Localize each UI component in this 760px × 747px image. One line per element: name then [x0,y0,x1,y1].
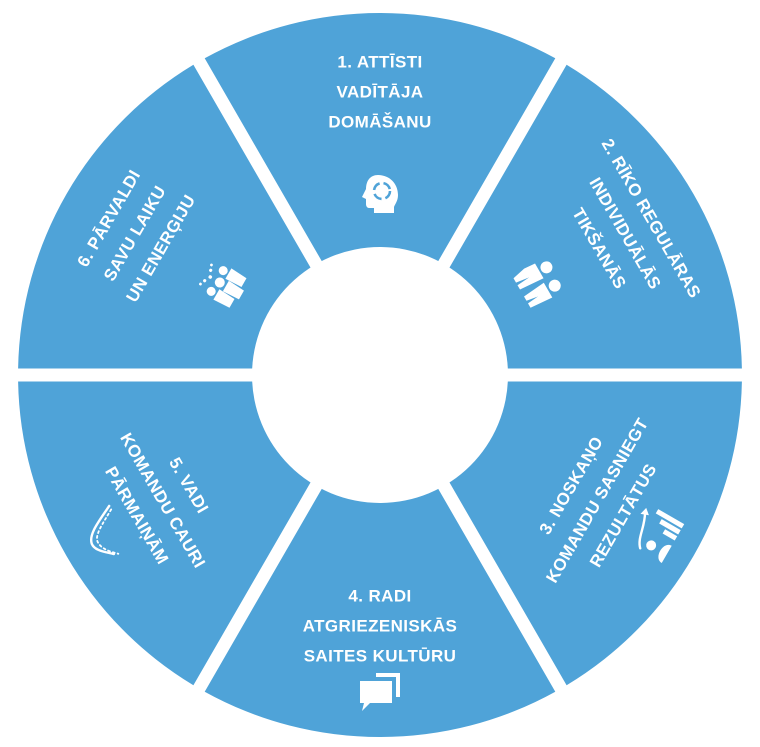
segment-4-label: 4. RADI ATGRIEZENISKĀS SAITES KULTŪRU [303,586,458,665]
group-energy-icon [199,263,247,308]
icons-layer [89,175,685,711]
chat-bubbles-icon [360,673,400,711]
segment-1-label-line-3: DOMĀŠANU [328,112,431,131]
segment-4-label-line-1: 4. RADI [348,586,411,605]
segment-4-label-line-3: SAITES KULTŪRU [304,646,457,665]
segment-1[interactable] [204,13,556,265]
segment-4-label-line-2: ATGRIEZENISKĀS [303,616,458,635]
change-curve-icon [89,504,120,556]
segment-1-label-line-1: 1. ATTĪSTI [337,52,422,71]
segment-3[interactable] [447,381,742,686]
center-hub [252,247,508,503]
segments-layer [18,13,742,737]
segment-1-label: 1. ATTĪSTI VADĪTĀJA DOMĀŠANU [328,52,431,131]
segment-1-label-line-2: VADĪTĀJA [337,82,424,101]
head-cycle-icon [362,175,398,213]
segment-5[interactable] [18,381,313,686]
growth-chart-icon [638,507,685,564]
segment-2[interactable] [447,64,742,369]
two-people-meeting-icon [513,261,561,308]
segment-4[interactable] [204,485,556,737]
